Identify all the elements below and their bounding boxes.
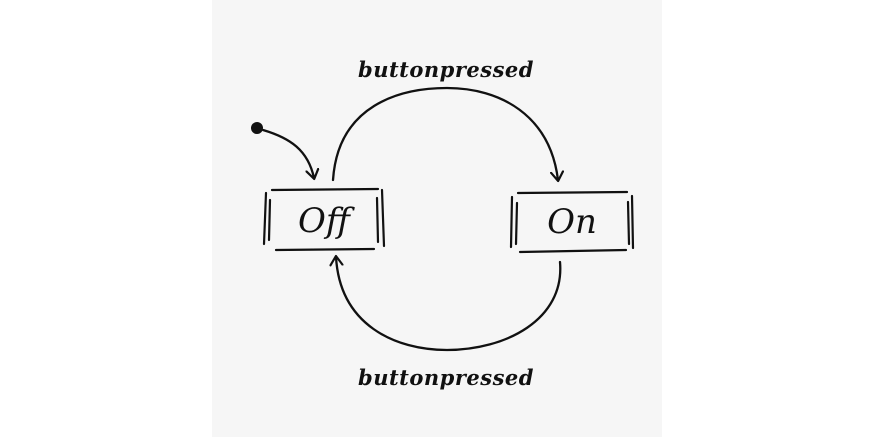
state-on-box bbox=[509, 190, 635, 254]
transition-on-to-off: buttonpressed bbox=[336, 257, 562, 390]
state-on: On bbox=[509, 190, 635, 254]
state-on-label: On bbox=[547, 202, 597, 242]
transition-on-to-off-label: buttonpressed bbox=[358, 365, 534, 390]
initial-state-marker bbox=[251, 122, 314, 178]
paper-background bbox=[212, 0, 662, 437]
transition-on-to-off-arrow bbox=[336, 257, 562, 352]
transition-off-to-on-label: buttonpressed bbox=[358, 57, 534, 82]
initial-transition-arrow bbox=[261, 128, 314, 178]
state-off-box bbox=[262, 187, 386, 252]
initial-state-dot bbox=[251, 122, 263, 134]
transition-off-to-on: buttonpressed bbox=[331, 57, 558, 180]
transition-off-to-on-arrow bbox=[331, 86, 558, 180]
state-off: Off bbox=[262, 187, 386, 252]
state-off-label: Off bbox=[298, 201, 355, 241]
